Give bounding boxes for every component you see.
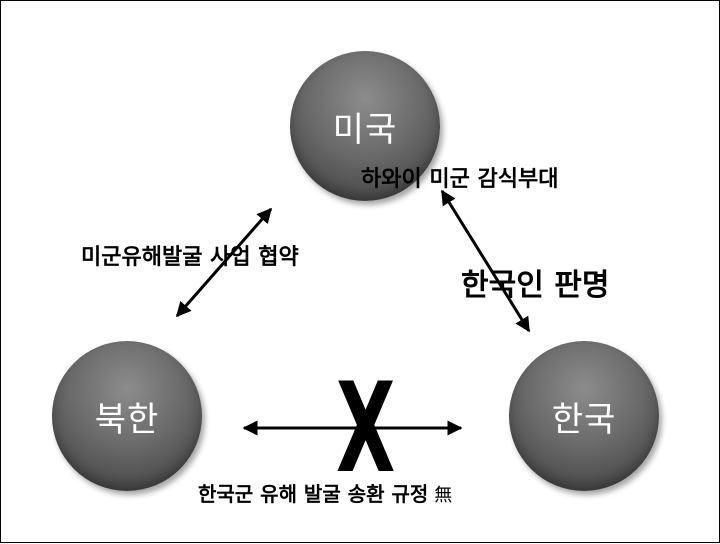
node-north-korea-label: 북한 bbox=[94, 399, 160, 440]
label-korean-identified: 한국인 판명 bbox=[461, 268, 610, 303]
node-north-korea: 북한 bbox=[52, 341, 202, 491]
node-us: 미국 bbox=[290, 51, 440, 201]
arrow-us-sk bbox=[440, 189, 531, 333]
blocked-x-mark: X bbox=[336, 357, 396, 501]
node-south-korea-label: 한국 bbox=[551, 399, 617, 440]
label-hawaii-unit: 하와이 미군 감식부대 bbox=[361, 167, 559, 192]
label-excavation-treaty: 미군유해발굴 사업 협약 bbox=[81, 245, 299, 270]
label-none-mark: 無 bbox=[434, 485, 453, 506]
label-no-repatriation-text: 한국군 유해 발굴 송환 규정 bbox=[198, 482, 429, 506]
arrow-nk-us bbox=[175, 207, 273, 318]
node-us-label: 미국 bbox=[332, 109, 398, 150]
node-south-korea: 한국 bbox=[509, 341, 659, 491]
